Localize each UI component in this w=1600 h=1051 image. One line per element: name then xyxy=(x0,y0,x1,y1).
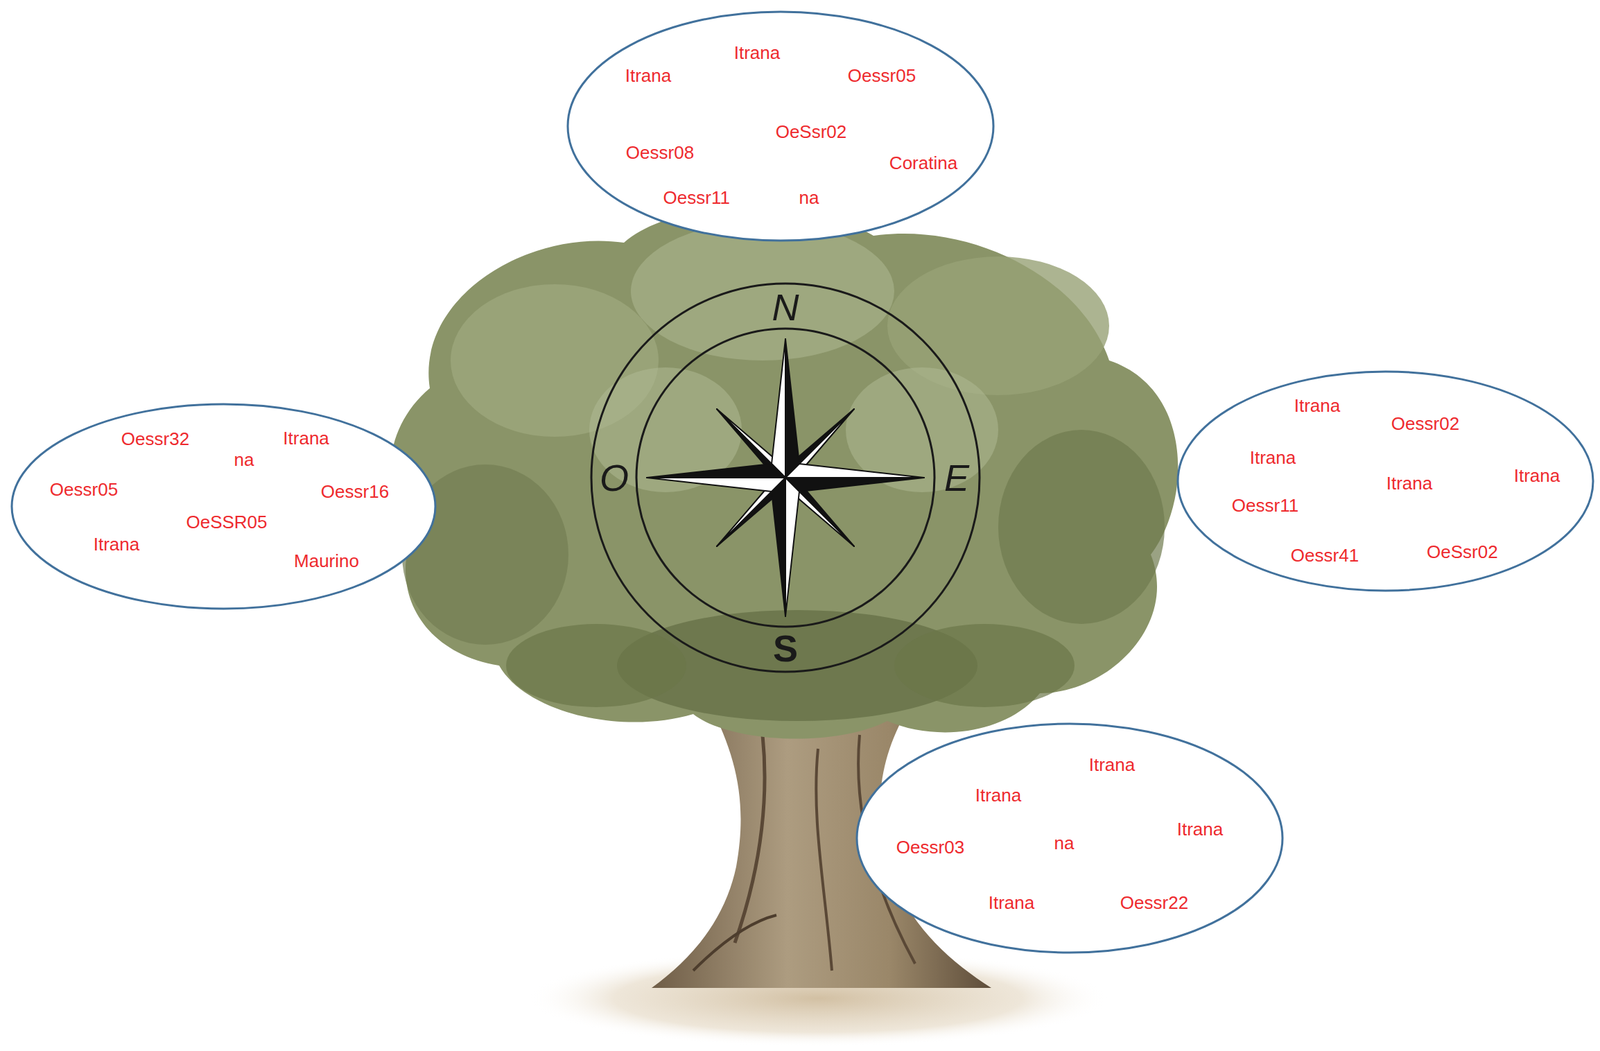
genotype-label: Oessr16 xyxy=(320,481,389,503)
star-point xyxy=(785,477,925,492)
ellipse-shape xyxy=(11,404,436,609)
genotype-label: Itrana xyxy=(282,428,330,450)
genotype-label: Oessr22 xyxy=(1120,892,1189,914)
compass-direction: E xyxy=(944,458,970,497)
canopy-shape xyxy=(390,207,1179,739)
foliage xyxy=(998,429,1165,624)
genotype-label: OeSSR05 xyxy=(185,512,267,534)
ellipse-shape xyxy=(567,11,994,241)
ellipse-group: ItranaItranaItranaOessr03naItranaOessr22 xyxy=(855,722,1284,954)
genotype-label: Oessr05 xyxy=(847,65,916,87)
genotype-label: OeSsr02 xyxy=(1426,542,1499,563)
star-point xyxy=(646,463,786,478)
compass-direction: N xyxy=(772,288,800,326)
genotype-label: Oessr05 xyxy=(49,479,118,501)
ellipse-shape xyxy=(1177,371,1594,591)
genotype-label: Itrana xyxy=(975,785,1022,807)
compass-inner-ring xyxy=(636,328,935,627)
compass-outer-ring xyxy=(591,283,980,672)
genotype-label: Oessr03 xyxy=(896,837,965,859)
star-point xyxy=(785,477,800,617)
genotype-label: Itrana xyxy=(93,534,141,556)
genotype-label: Itrana xyxy=(1249,447,1297,469)
genotype-label: Itrana xyxy=(1089,754,1136,776)
genotype-label: OeSsr02 xyxy=(775,122,848,143)
genotype-label: Itrana xyxy=(1294,395,1341,417)
compass-rose xyxy=(591,283,980,672)
genotype-label: Oessr11 xyxy=(663,187,730,209)
bark-line xyxy=(734,734,765,943)
foliage xyxy=(630,221,895,361)
genotype-label: Itrana xyxy=(1514,465,1561,487)
genotype-label: Itrana xyxy=(734,42,781,64)
compass-direction: S xyxy=(772,629,798,667)
star-point xyxy=(785,338,800,478)
star-point xyxy=(646,477,786,492)
genotype-label: Oessr11 xyxy=(1231,495,1299,517)
genotype-label: na xyxy=(1054,833,1075,855)
genotype-label: Oessr41 xyxy=(1290,545,1359,567)
compass-star xyxy=(646,338,925,617)
compass-direction: O xyxy=(599,458,629,497)
bark-line xyxy=(693,915,777,971)
ellipse-group: ItranaOessr02ItranaItranaItranaOessr11Oe… xyxy=(1176,370,1595,593)
genotype-label: na xyxy=(799,187,820,209)
genotype-label: Itrana xyxy=(1386,473,1433,495)
genotype-label: na xyxy=(234,449,255,471)
star-point xyxy=(785,463,925,478)
bark-line xyxy=(815,748,832,971)
genotype-label: Oessr08 xyxy=(625,142,694,164)
genotype-label: Itrana xyxy=(1177,819,1224,841)
canopy xyxy=(390,207,1179,739)
star-point xyxy=(771,477,786,617)
ellipse-outline xyxy=(10,402,437,611)
genotype-label: Coratina xyxy=(889,153,958,175)
genotype-label: Oessr32 xyxy=(121,429,190,450)
foliage xyxy=(506,623,687,708)
genotype-label: Itrana xyxy=(625,65,672,87)
ellipse-group: Oessr32naItranaOessr05Oessr16OeSSR05Itra… xyxy=(10,402,437,611)
star-point xyxy=(771,338,786,478)
ellipse-group: ItranaItranaOessr05OeSsr02Oessr08Coratin… xyxy=(566,10,995,242)
ellipse-shape xyxy=(856,723,1283,953)
foliage xyxy=(894,623,1075,708)
genotype-label: Maurino xyxy=(293,551,360,572)
genotype-label: Oessr02 xyxy=(1391,413,1460,435)
genotype-label: Itrana xyxy=(988,892,1036,914)
